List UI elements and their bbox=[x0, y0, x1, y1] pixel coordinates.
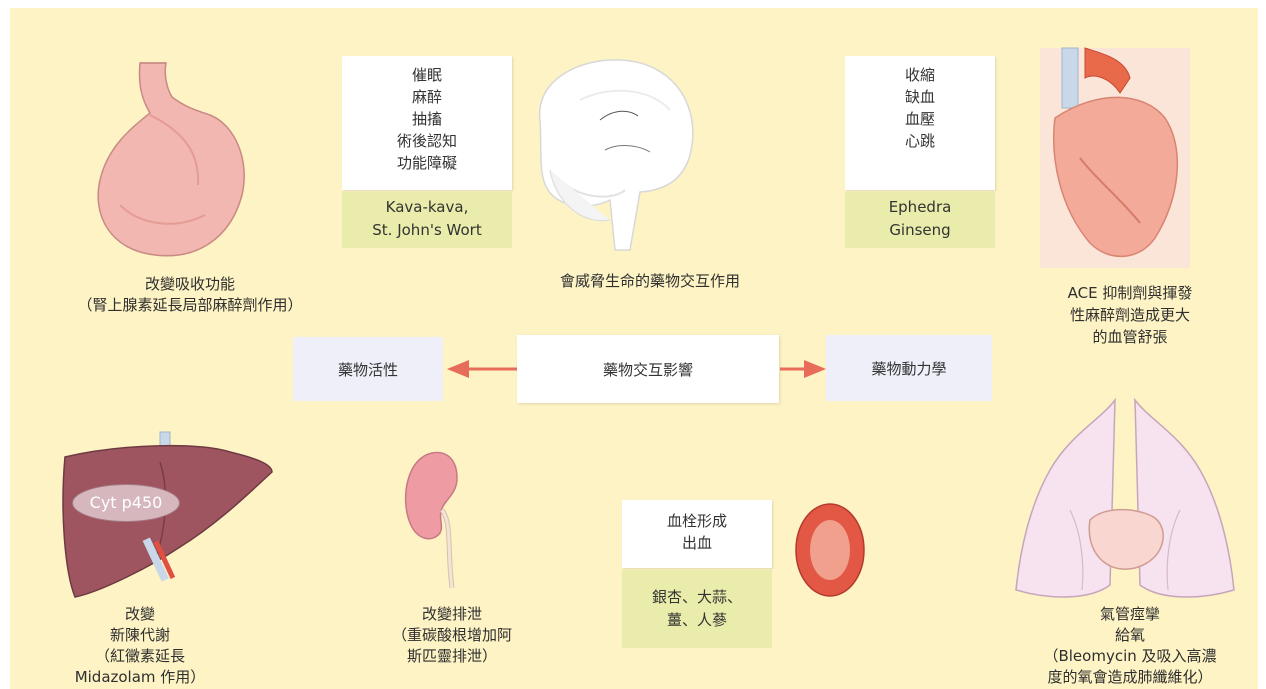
brain-illustration bbox=[520, 50, 700, 255]
pharmacokinetics-box: 藥物動力學 bbox=[826, 335, 992, 401]
heart-caption: ACE 抑制劑與揮發 性麻醉劑造成更大 的血管舒張 bbox=[1010, 282, 1250, 348]
brain-herbs-box: Kava-kava, St. John's Wort bbox=[342, 192, 512, 248]
stomach-illustration bbox=[80, 55, 250, 265]
drug-interaction-title: 藥物交互影響 bbox=[517, 335, 779, 403]
right-arrow bbox=[778, 358, 828, 380]
liver-caption: 改變 新陳代謝 （紅黴素延長 Midazolam 作用） bbox=[40, 604, 240, 688]
brain-effects-box: 催眠 麻醉 抽搐 術後認知 功能障礙 bbox=[342, 56, 512, 190]
blood-herbs-box: 銀杏、大蒜、 薑、人蔘 bbox=[622, 570, 772, 648]
kidney-caption: 改變排泄 （重碳酸根增加阿 斯匹靈排泄） bbox=[352, 604, 552, 667]
kidney-illustration bbox=[402, 448, 482, 598]
heart-herbs-box: Ephedra Ginseng bbox=[845, 192, 995, 248]
cyt-p450-tag: Cyt p450 bbox=[72, 484, 180, 522]
left-arrow bbox=[445, 358, 520, 380]
stomach-caption: 改變吸收功能 （腎上腺素延長局部麻醉劑作用） bbox=[40, 274, 340, 316]
heart-illustration bbox=[1040, 48, 1190, 268]
blood-effects-box: 血栓形成 出血 bbox=[622, 500, 772, 568]
drug-activity-box: 藥物活性 bbox=[293, 337, 443, 401]
lung-caption: 氣管痙攣 給氧 （Bleomycin 及吸入高濃 度的氧會造成肺纖維化） bbox=[1010, 604, 1250, 688]
lung-illustration bbox=[1010, 400, 1240, 605]
red-blood-cell-illustration bbox=[792, 500, 868, 600]
heart-effects-box: 收縮 缺血 血壓 心跳 bbox=[845, 56, 995, 190]
brain-caption: 會威脅生命的藥物交互作用 bbox=[500, 271, 800, 292]
